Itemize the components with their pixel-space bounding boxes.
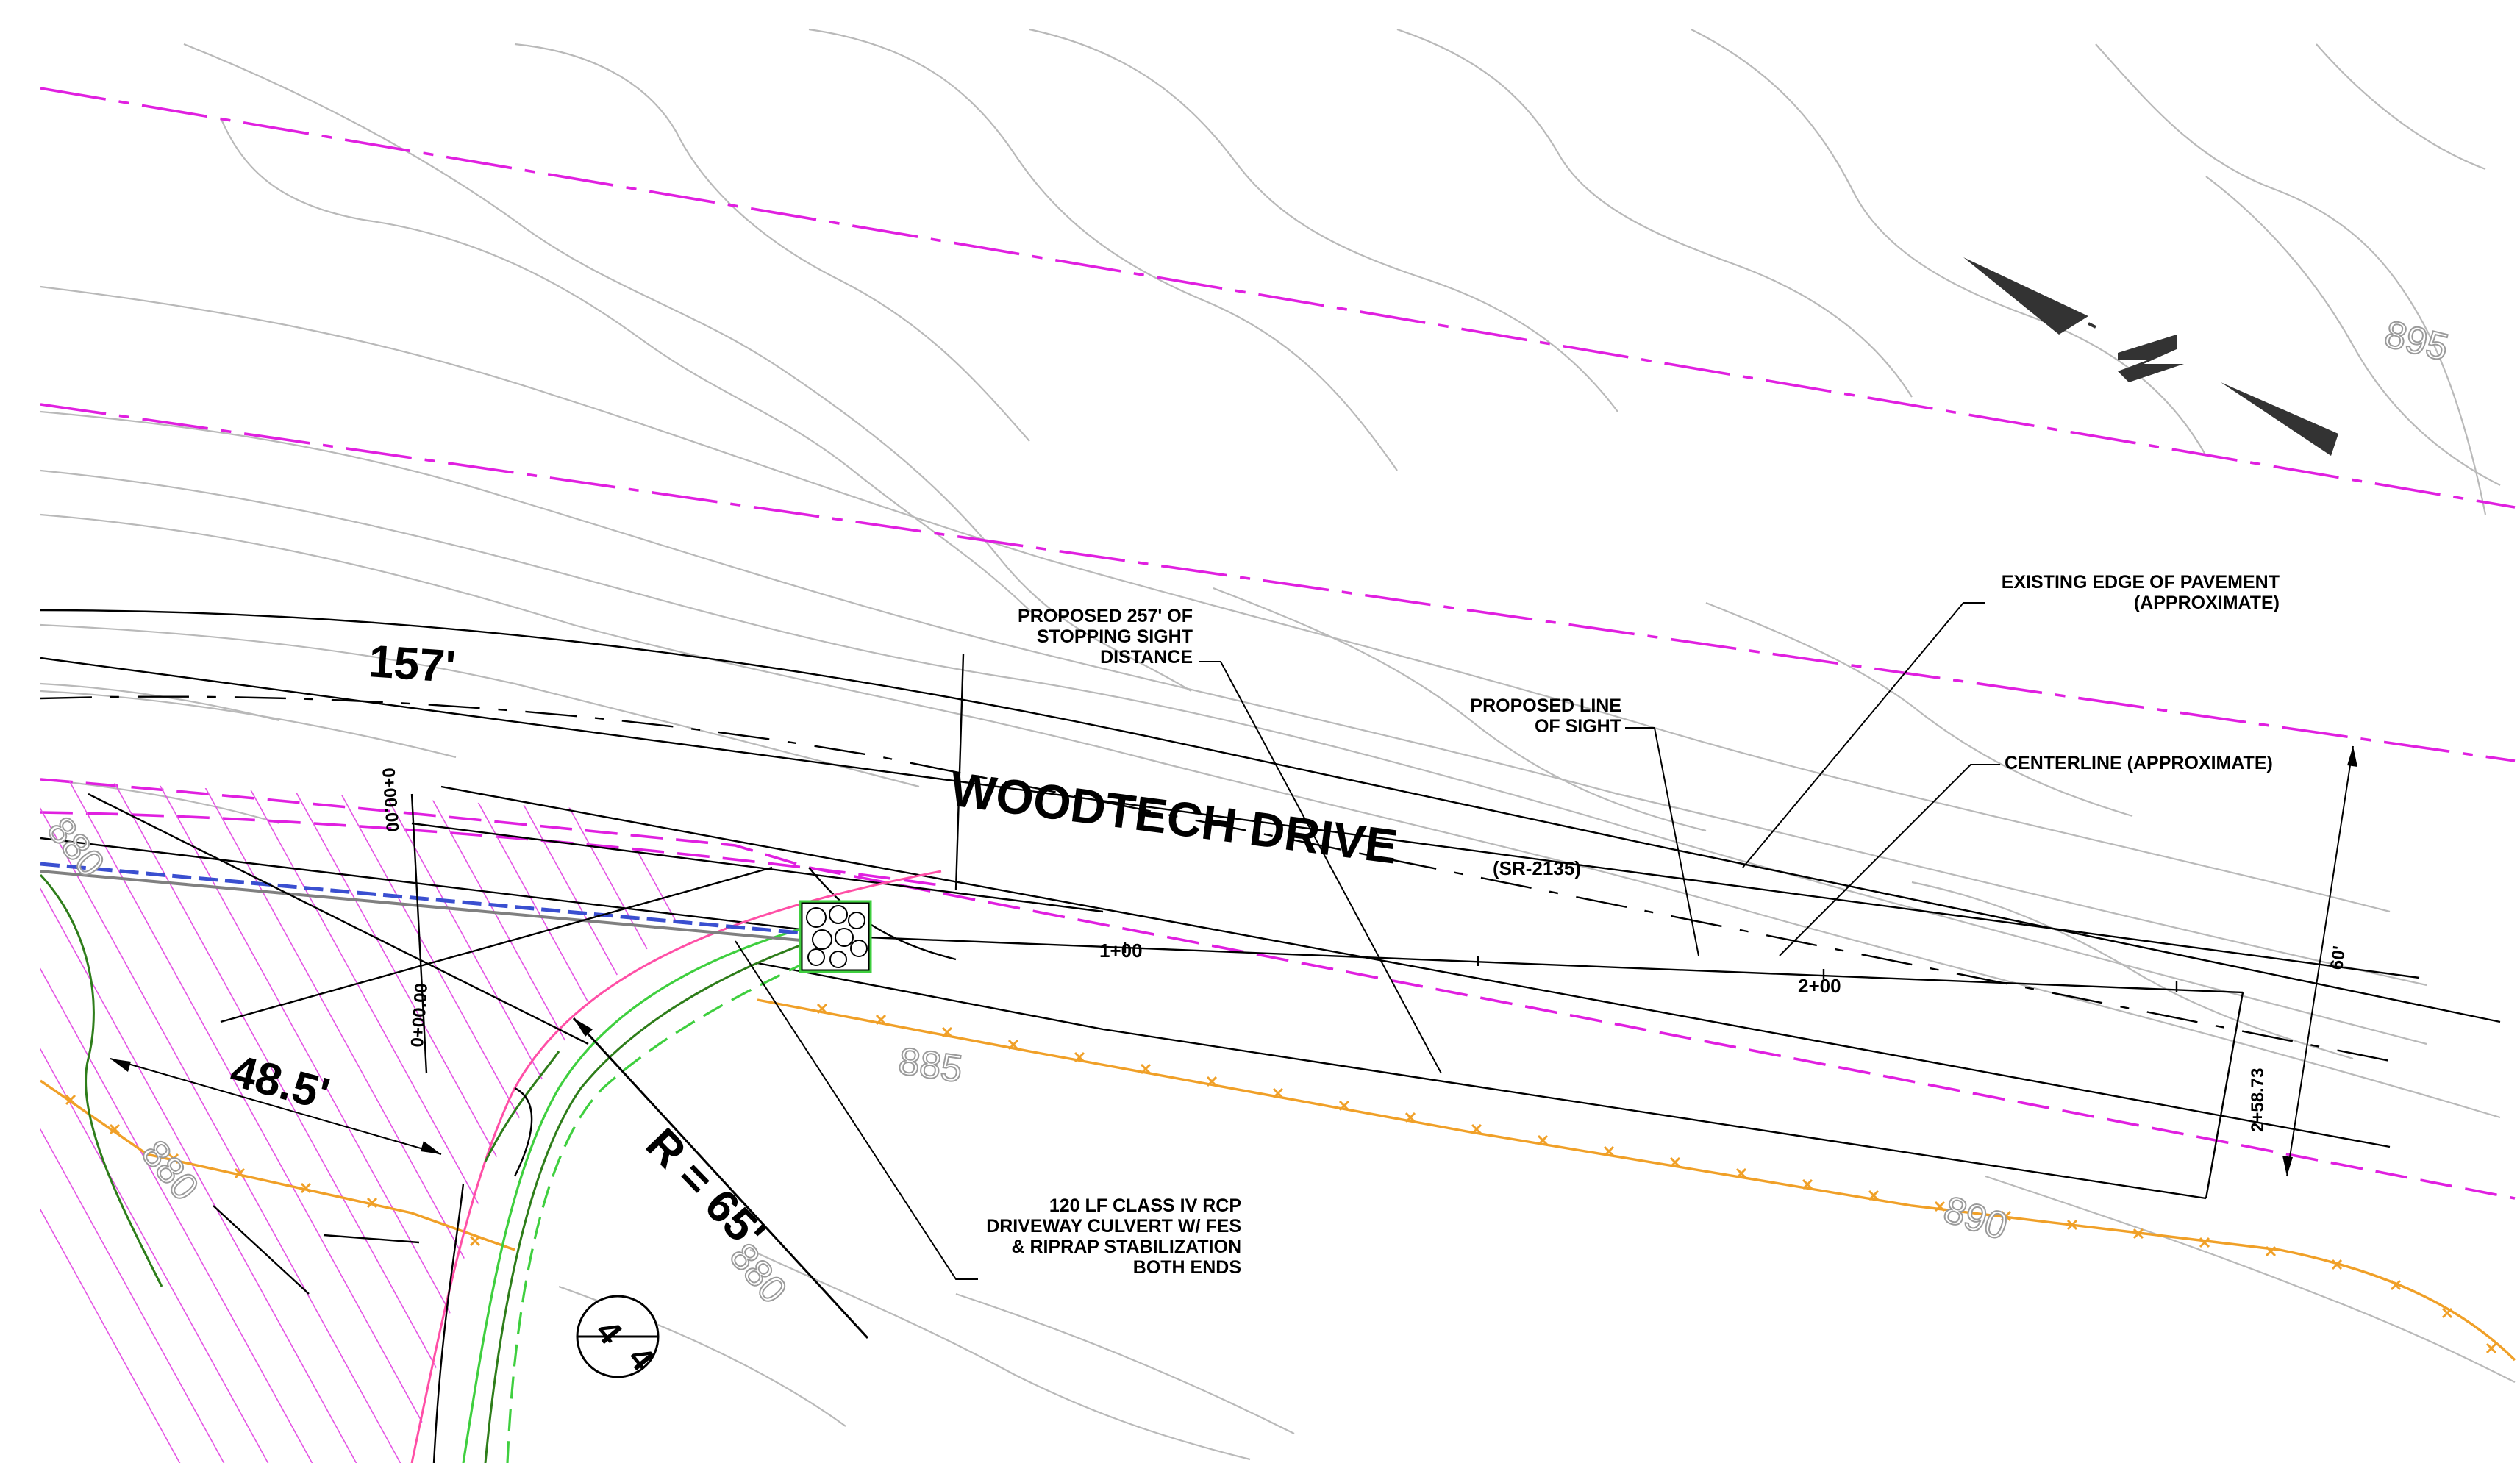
road-name-label: WOODTECH DRIVE bbox=[947, 762, 1401, 874]
station-200-label: 2+00 bbox=[1798, 975, 1841, 997]
dimension-48-5-label: 48.5' bbox=[225, 1045, 335, 1120]
contour-label-890: 890 bbox=[1938, 1188, 2012, 1248]
centerline bbox=[40, 695, 2398, 1064]
route-label: (SR-2135) bbox=[1493, 857, 1581, 879]
svg-text:(APPROXIMATE): (APPROXIMATE) bbox=[2134, 593, 2280, 613]
station-100-label: 1+00 bbox=[1099, 940, 1143, 962]
existing-edge-of-pavement-north bbox=[40, 609, 2501, 1023]
svg-text:DISTANCE: DISTANCE bbox=[1100, 647, 1193, 668]
sight-line bbox=[40, 657, 2420, 979]
construction-lines bbox=[88, 654, 965, 1244]
tree-protection-fence bbox=[40, 998, 2516, 1362]
station-start-label-b: 0+00.00 bbox=[407, 982, 432, 1048]
callout-sight-distance: PROPOSED 257' OF STOPPING SIGHT DISTANCE bbox=[1018, 606, 1193, 668]
right-of-way-lines bbox=[40, 87, 2516, 1200]
riprap-icon bbox=[800, 901, 871, 972]
svg-text:120 LF CLASS IV RCP: 120 LF CLASS IV RCP bbox=[1049, 1195, 1241, 1216]
callout-edge-of-pavement: EXISTING EDGE OF PAVEMENT (APPROXIMATE) bbox=[2002, 572, 2280, 613]
station-start-label-a: 0+00.00 bbox=[378, 768, 402, 833]
section-marker-icon bbox=[576, 1295, 660, 1378]
dimensions bbox=[110, 745, 2357, 1339]
driveway-curves bbox=[39, 870, 942, 1463]
svg-text:PROPOSED 257' OF: PROPOSED 257' OF bbox=[1018, 606, 1193, 626]
dimension-60-label: 60' bbox=[2327, 945, 2349, 971]
station-ticks bbox=[1124, 942, 2178, 992]
contour-label-880-b: 880 bbox=[133, 1132, 207, 1209]
north-arrow-icon bbox=[1963, 257, 2338, 456]
callout-line-of-sight: PROPOSED LINE OF SIGHT bbox=[1470, 695, 1621, 737]
culvert bbox=[40, 862, 872, 973]
driveway-edge bbox=[757, 962, 2207, 1200]
svg-text:BOTH ENDS: BOTH ENDS bbox=[1133, 1257, 1241, 1278]
svg-text:CENTERLINE (APPROXIMATE): CENTERLINE (APPROXIMATE) bbox=[2005, 753, 2273, 773]
existing-edge-of-pavement-south bbox=[440, 785, 2391, 1148]
callout-culvert: 120 LF CLASS IV RCP DRIVEWAY CULVERT W/ … bbox=[986, 1195, 1241, 1278]
contour-label-880-a: 880 bbox=[39, 809, 113, 885]
end-line bbox=[2205, 992, 2244, 1199]
callout-leaders bbox=[735, 602, 2000, 1280]
svg-text:DRIVEWAY CULVERT W/ FES: DRIVEWAY CULVERT W/ FES bbox=[986, 1216, 1241, 1237]
svg-text:& RIPRAP STABILIZATION: & RIPRAP STABILIZATION bbox=[1012, 1237, 1242, 1257]
callout-centerline: CENTERLINE (APPROXIMATE) bbox=[2005, 753, 2273, 773]
station-end-label: 2+58.73 bbox=[2248, 1068, 2268, 1132]
contour-label-885: 885 bbox=[896, 1040, 965, 1091]
contour-label-895: 895 bbox=[2380, 312, 2452, 369]
hatched-area bbox=[40, 779, 699, 1463]
existing-contours bbox=[40, 28, 2516, 1461]
svg-text:EXISTING EDGE OF PAVEMENT: EXISTING EDGE OF PAVEMENT bbox=[2002, 572, 2280, 593]
svg-text:STOPPING SIGHT: STOPPING SIGHT bbox=[1037, 626, 1193, 647]
dimension-157-label: 157' bbox=[367, 636, 457, 693]
svg-text:OF SIGHT: OF SIGHT bbox=[1535, 716, 1621, 737]
svg-text:PROPOSED LINE: PROPOSED LINE bbox=[1470, 695, 1621, 716]
